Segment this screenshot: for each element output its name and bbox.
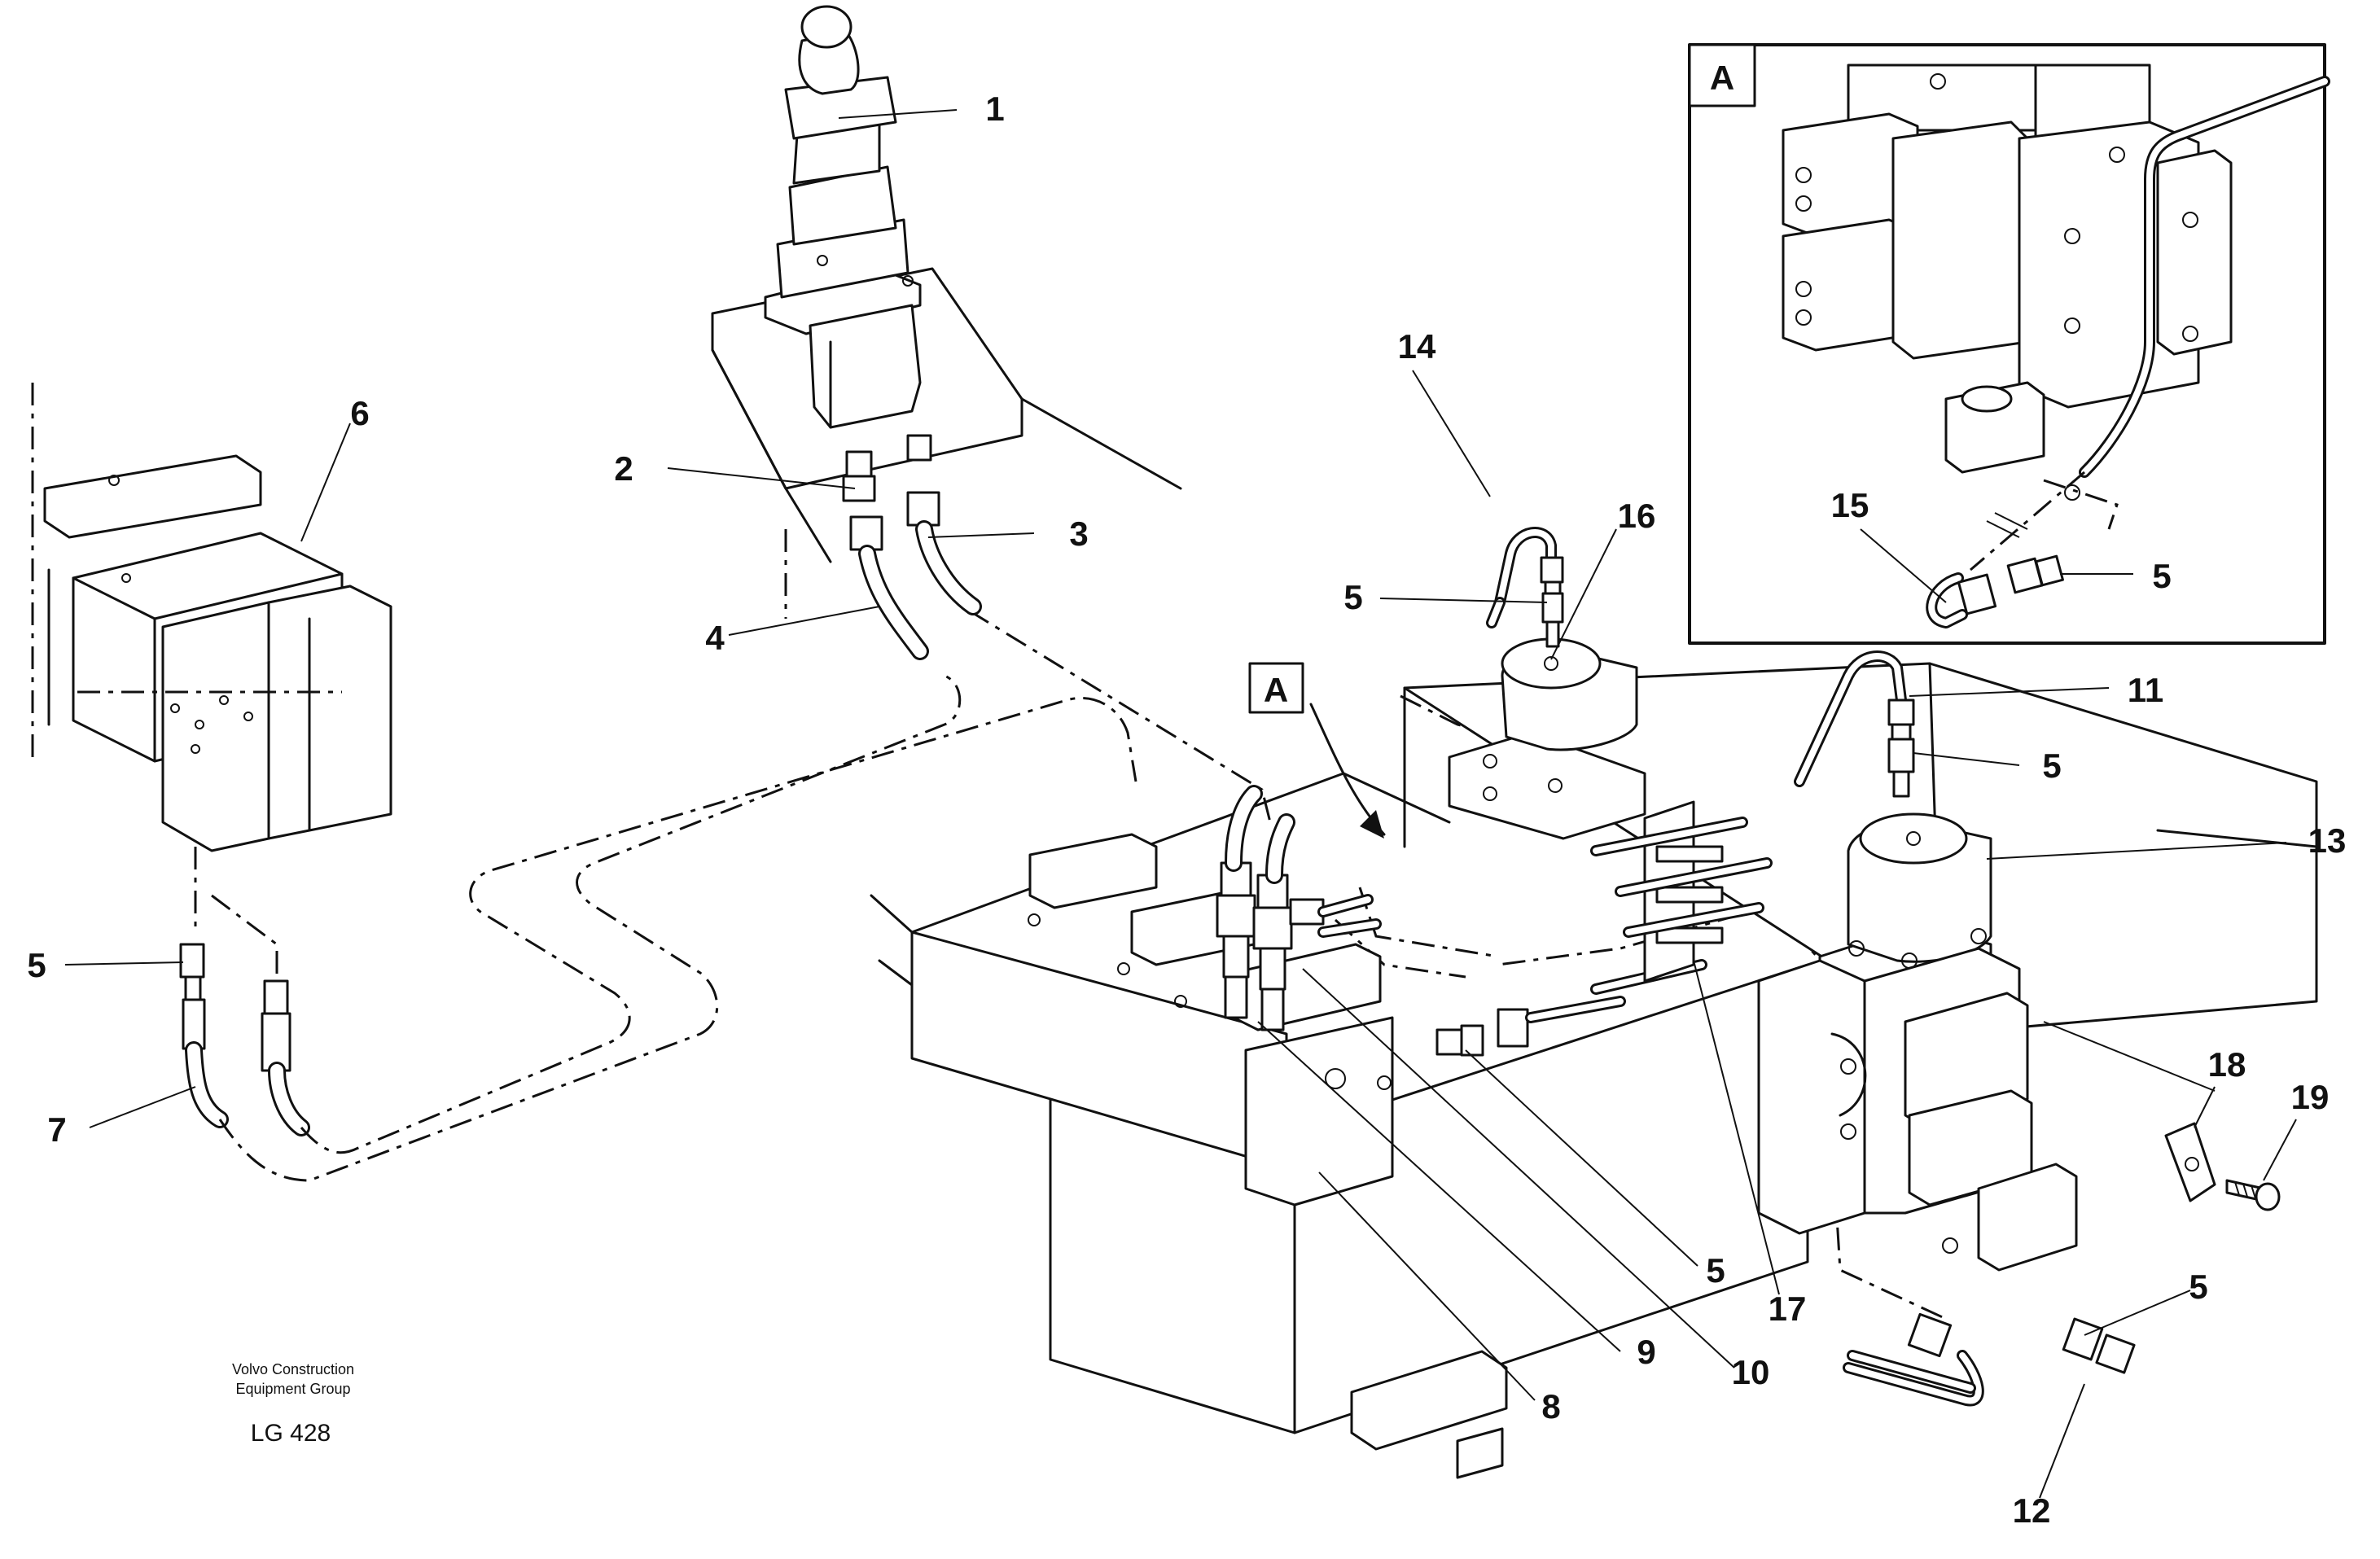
pipe-12-assembly bbox=[1843, 1312, 2136, 1407]
callout-2: 2 bbox=[614, 449, 633, 488]
callout-5-inset: 5 bbox=[2152, 557, 2171, 595]
leader-lines bbox=[64, 109, 2297, 1499]
callout-11: 11 bbox=[2128, 671, 2163, 709]
callout-14: 14 bbox=[1398, 327, 1436, 366]
callout-19: 19 bbox=[2291, 1078, 2330, 1116]
callout-17: 17 bbox=[1769, 1290, 1807, 1328]
control-lever bbox=[711, 5, 1182, 660]
callout-8: 8 bbox=[1541, 1387, 1560, 1425]
pipe-14-assembly bbox=[1486, 527, 1564, 648]
callout-5-left: 5 bbox=[27, 946, 46, 984]
callout-5-mid: 5 bbox=[2042, 747, 2061, 785]
callout-1: 1 bbox=[985, 90, 1004, 128]
callout-10: 10 bbox=[1732, 1353, 1770, 1391]
callout-9: 9 bbox=[1637, 1333, 1655, 1371]
credit-line-1: Volvo Construction bbox=[232, 1361, 354, 1377]
inset-letter: A bbox=[1710, 59, 1734, 97]
drawing-code: LG 428 bbox=[251, 1420, 331, 1447]
valve-top-fittings bbox=[1216, 785, 1382, 1031]
bracket-and-screw bbox=[2164, 1122, 2281, 1211]
callout-numbers: 1 2 3 4 5 5 5 5 5 5 6 7 8 9 10 11 12 13 … bbox=[27, 90, 2346, 1530]
callout-16: 16 bbox=[1618, 497, 1656, 535]
left-bracket-assembly bbox=[31, 383, 392, 977]
callout-13: 13 bbox=[2308, 821, 2347, 860]
credit-line-2: Equipment Group bbox=[235, 1381, 350, 1397]
right-valve-block bbox=[1403, 637, 2318, 1272]
callout-15: 15 bbox=[1831, 486, 1869, 524]
callout-5-top: 5 bbox=[1343, 578, 1362, 616]
callout-5-valve: 5 bbox=[1706, 1251, 1725, 1290]
callout-7: 7 bbox=[47, 1110, 66, 1149]
callout-5-bottom: 5 bbox=[2189, 1268, 2207, 1306]
callout-6: 6 bbox=[350, 394, 369, 432]
inset-view-a: A bbox=[1688, 43, 2330, 645]
callout-12: 12 bbox=[2013, 1491, 2051, 1530]
view-letter: A bbox=[1264, 671, 1288, 709]
credit-block: Volvo Construction Equipment Group LG 42… bbox=[232, 1361, 354, 1447]
left-hose-fittings bbox=[179, 943, 310, 1136]
callout-3: 3 bbox=[1069, 515, 1088, 553]
pipe-clamp bbox=[1590, 800, 1773, 983]
pipe-11-assembly bbox=[1794, 650, 1915, 798]
callout-4: 4 bbox=[705, 619, 725, 657]
callout-18: 18 bbox=[2208, 1045, 2246, 1084]
view-indicator: A bbox=[1248, 662, 1386, 839]
